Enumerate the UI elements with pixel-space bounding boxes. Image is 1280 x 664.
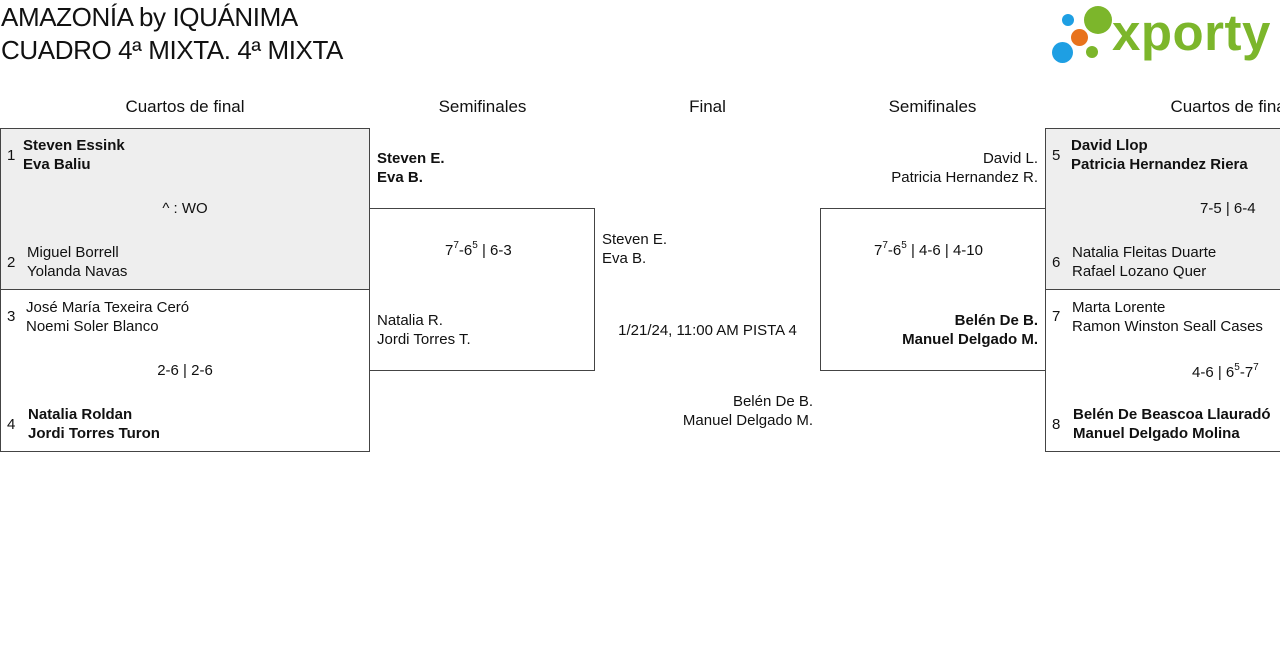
player-name[interactable]: Marta Lorente	[1072, 299, 1166, 316]
match-score: 77-65 | 4-6 | 4-10	[874, 240, 983, 260]
logo-dot-green-icon	[1084, 6, 1112, 34]
final-schedule: 1/21/24, 11:00 AM PISTA 4	[618, 322, 797, 339]
player-name[interactable]: Jordi Torres Turon	[28, 425, 160, 442]
player-name[interactable]: David L.	[982, 150, 1038, 167]
seed-number: 6	[1052, 254, 1061, 271]
match-score: 2-6 | 2-6	[157, 362, 213, 379]
seed-number: 1	[7, 147, 16, 164]
round-header-right-semifinals: Semifinales	[888, 97, 977, 116]
player-name[interactable]: Manuel Delgado Molina	[1073, 425, 1240, 442]
seed-number: 5	[1052, 147, 1061, 164]
tournament-title: AMAZONÍA by IQUÁNIMA	[1, 2, 298, 32]
seed-number: 7	[1052, 308, 1061, 325]
seed-number: 3	[7, 308, 16, 325]
player-name[interactable]: Belén De Beascoa Llauradó	[1073, 406, 1271, 423]
player-name[interactable]: José María Texeira Ceró	[26, 299, 190, 316]
match-score: 7-5 | 6-4	[1200, 200, 1256, 217]
player-name[interactable]: Manuel Delgado M.	[682, 412, 813, 429]
seed-number: 4	[7, 416, 16, 433]
player-name[interactable]: Rafael Lozano Quer	[1072, 263, 1207, 280]
player-name[interactable]: Eva B.	[602, 250, 647, 267]
player-name[interactable]: Belén De B.	[954, 312, 1038, 329]
round-header-final: Final	[689, 97, 726, 116]
player-name[interactable]: Natalia Fleitas Duarte	[1072, 244, 1217, 261]
semifinal-match-left[interactable]	[369, 208, 595, 371]
round-header-left-semifinals: Semifinales	[438, 97, 527, 116]
quarterfinal-match-1[interactable]	[0, 128, 370, 290]
logo-wordmark: xporty	[1112, 4, 1271, 61]
logo-dot-blue-icon	[1062, 14, 1074, 26]
quarterfinal-match-4[interactable]	[1045, 289, 1280, 452]
round-header-right-quarterfinals: Cuartos de final	[1170, 97, 1280, 116]
player-name[interactable]: Yolanda Navas	[27, 263, 128, 280]
xporty-logo[interactable]: xporty	[1050, 4, 1278, 66]
draw-title: CUADRO 4ª MIXTA. 4ª MIXTA	[1, 35, 343, 65]
player-name[interactable]: Patricia Hernandez R.	[891, 169, 1038, 186]
player-name[interactable]: Manuel Delgado M.	[902, 331, 1038, 348]
quarterfinal-match-3[interactable]	[1045, 128, 1280, 290]
player-name[interactable]: David Llop	[1071, 137, 1148, 154]
round-header-left-quarterfinals: Cuartos de final	[125, 97, 245, 116]
match-score: 4-6 | 65-77	[1192, 362, 1259, 382]
seed-number: 2	[7, 254, 16, 271]
logo-dot-orange-icon	[1071, 29, 1088, 46]
player-name[interactable]: Natalia R.	[377, 312, 443, 329]
player-name[interactable]: Miguel Borrell	[27, 244, 119, 261]
player-name[interactable]: Steven Essink	[23, 137, 125, 154]
player-name[interactable]: Patricia Hernandez Riera	[1071, 156, 1248, 173]
player-name[interactable]: Eva B.	[377, 169, 423, 186]
seed-number: 8	[1052, 416, 1061, 433]
player-name[interactable]: Steven E.	[602, 231, 668, 248]
player-name[interactable]: Belén De B.	[732, 393, 813, 410]
player-name[interactable]: Steven E.	[377, 150, 445, 167]
player-name[interactable]: Ramon Winston Seall Cases	[1072, 318, 1263, 335]
player-name[interactable]: Eva Baliu	[23, 156, 91, 173]
player-name[interactable]: Jordi Torres T.	[377, 331, 471, 348]
player-name[interactable]: Noemi Soler Blanco	[26, 318, 159, 335]
match-score: ^ : WO	[162, 200, 208, 217]
match-score: 77-65 | 6-3	[445, 240, 512, 260]
logo-dot-blue-large-icon	[1052, 42, 1073, 63]
logo-dot-green-small-icon	[1086, 46, 1098, 58]
player-name[interactable]: Natalia Roldan	[28, 406, 133, 423]
